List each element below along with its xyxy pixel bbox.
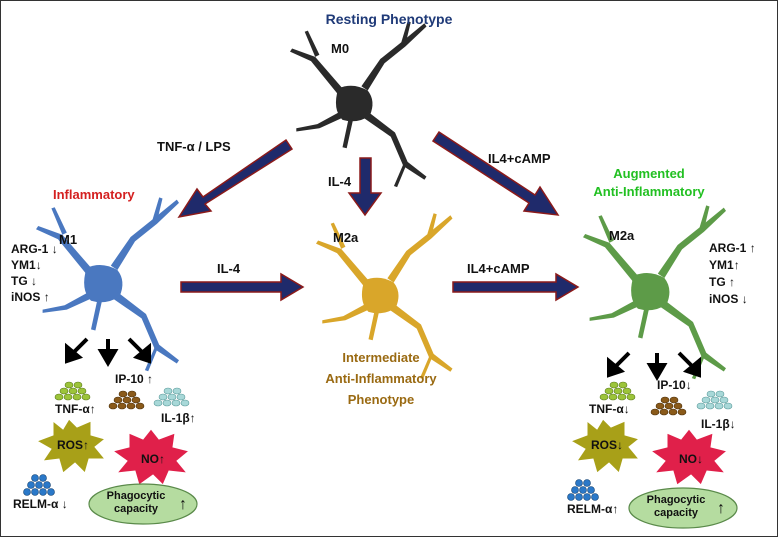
arrow-m0-to-m2a-center xyxy=(347,157,383,217)
aug-ip10-label: IP-10↓ xyxy=(657,378,692,392)
aug-relm-dots-icon xyxy=(567,479,599,501)
m1-phago-ellipse xyxy=(88,483,198,525)
aug-no-label: NO↓ xyxy=(679,452,703,466)
arrow-m0-to-m1 xyxy=(177,138,294,219)
m1-relm-dots-icon xyxy=(23,474,55,496)
arrow-label-il4camp-horizontal: IL4+cAMP xyxy=(467,261,530,276)
aug-tnf-dots-icon xyxy=(599,381,636,401)
aug-marker-inos: iNOS ↓ xyxy=(709,292,748,306)
m1-marker-ym1: YM1↓ xyxy=(11,258,42,272)
arrow-label-il4camp-diag: IL4+cAMP xyxy=(488,151,551,166)
m1-marker-inos: iNOS ↑ xyxy=(11,290,50,304)
m1-no-star-icon xyxy=(111,428,191,486)
aug-marker-arg1: ARG-1 ↑ xyxy=(709,241,756,255)
arrow-label-il4-center: IL-4 xyxy=(328,174,352,189)
m2a-augmented-label: M2a xyxy=(609,228,635,243)
augmented-title: Augmented Anti-Inflammatory xyxy=(593,166,705,199)
m0-cell xyxy=(290,21,427,188)
m1-relm-label: RELM-α ↓ xyxy=(13,497,68,511)
m1-markers: ARG-1 ↓ YM1↓ TG ↓ iNOS ↑ xyxy=(11,241,58,305)
augmented-markers: ARG-1 ↑ YM1↑ TG ↑ iNOS ↓ xyxy=(709,240,756,308)
m0-cell-label: M0 xyxy=(331,41,350,56)
inflammatory-title: Inflammatory xyxy=(53,187,135,202)
aug-relm-label: RELM-α↑ xyxy=(567,502,619,516)
aug-no-star-icon xyxy=(649,428,729,486)
m1-output-arrows xyxy=(65,337,151,367)
m1-ip10-dots-icon xyxy=(108,390,145,410)
m1-ip10-label: IP-10 ↑ xyxy=(115,372,154,386)
aug-phago-arrow: ↑ xyxy=(717,500,725,517)
m1-phago-label: Phagocytic capacity xyxy=(106,490,166,515)
m1-tnf-label: TNF-α↑ xyxy=(55,402,96,416)
arrow-m2a-to-augmented xyxy=(452,272,580,302)
aug-marker-tg: TG ↑ xyxy=(709,275,736,289)
aug-il1b-label: IL-1β↓ xyxy=(701,417,736,431)
arrow-label-il4-horizontal: IL-4 xyxy=(217,261,241,276)
aug-phago-ellipse xyxy=(628,487,738,529)
aug-phago-label: Phagocytic capacity xyxy=(646,494,706,519)
m2a-intermediate-label: M2a xyxy=(333,230,359,245)
aug-il1b-dots-icon xyxy=(696,390,733,410)
m1-cell-label: M1 xyxy=(59,232,78,247)
m1-ros-star-icon xyxy=(35,418,107,474)
resting-phenotype-title: Resting Phenotype xyxy=(325,11,453,27)
aug-ros-star-icon xyxy=(569,418,641,474)
m1-tnf-dots-icon xyxy=(54,381,91,401)
aug-ip10-dots-icon xyxy=(650,396,687,416)
intermediate-caption: Intermediate Anti-Inflammatory Phenotype xyxy=(325,350,437,407)
m1-il1b-label: IL-1β↑ xyxy=(161,411,196,425)
m2a-augmented-cell xyxy=(583,205,726,380)
arrow-label-tnf-lps: TNF-α / LPS xyxy=(157,139,231,154)
m1-ros-label: ROS↑ xyxy=(57,438,90,452)
aug-marker-ym1: YM1↑ xyxy=(709,258,740,272)
arrow-m0-to-augmented xyxy=(431,130,560,216)
arrow-m1-to-m2a xyxy=(180,272,305,302)
aug-ros-label: ROS↓ xyxy=(591,438,624,452)
m1-marker-arg1: ARG-1 ↓ xyxy=(11,242,58,256)
m1-il1b-dots-icon xyxy=(153,387,190,407)
m1-marker-tg: TG ↓ xyxy=(11,274,38,288)
m1-phago-arrow: ↑ xyxy=(179,496,187,513)
aug-tnf-label: TNF-α↓ xyxy=(589,402,630,416)
m1-no-label: NO↑ xyxy=(141,452,165,466)
augmented-output-arrows xyxy=(607,351,701,381)
